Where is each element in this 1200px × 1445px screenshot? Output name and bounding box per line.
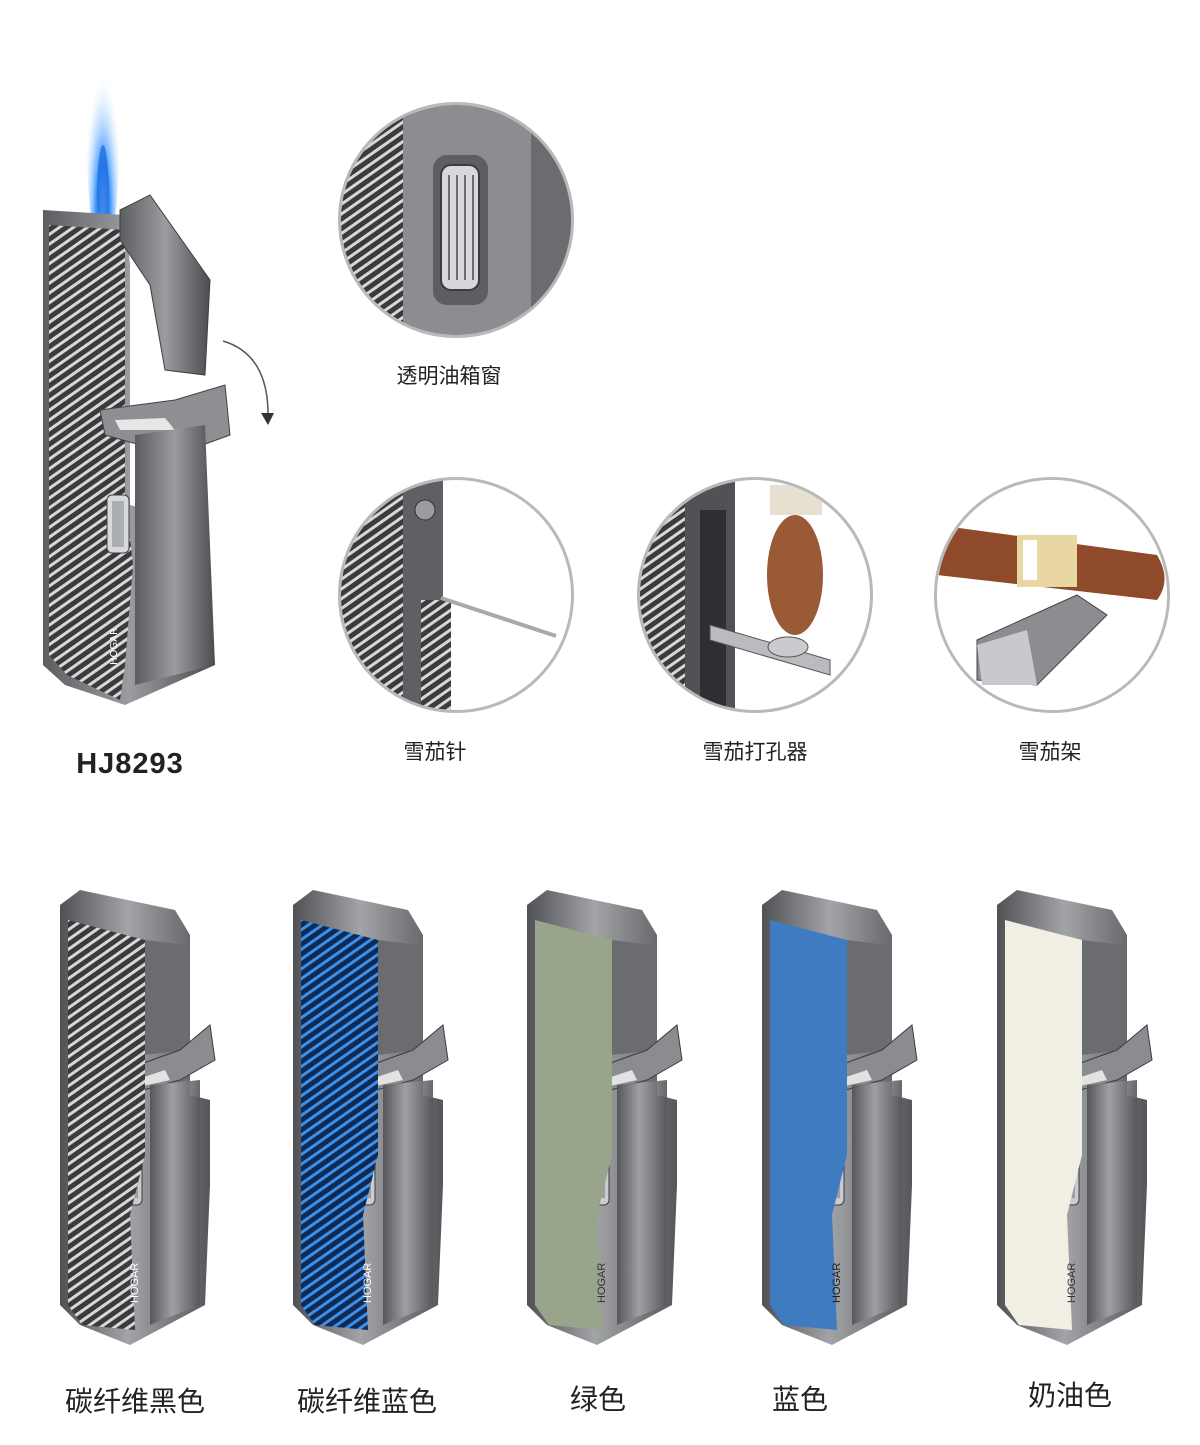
feature-label-cigar-punch: 雪茄打孔器 xyxy=(702,740,808,764)
variant-label: 碳纤维黑色 xyxy=(64,1385,205,1418)
brand-logo: HOGAR xyxy=(129,1263,141,1303)
variant-carbon-black: HOGAR xyxy=(59,889,216,1346)
feature-fuel-window xyxy=(338,102,574,338)
feature-cigar-rest xyxy=(934,477,1170,713)
variant-label: 奶油色 xyxy=(1027,1379,1112,1412)
variant-green: HOGAR xyxy=(526,889,683,1346)
pin-icon xyxy=(440,596,557,638)
model-number: HJ8293 xyxy=(76,748,184,780)
hero-lighter: HOGAR xyxy=(25,25,285,715)
variant-label: 绿色 xyxy=(569,1383,626,1416)
variant-label: 碳纤维蓝色 xyxy=(296,1385,437,1418)
lighter-illustration: HOGAR xyxy=(43,35,274,705)
color-variants: HOGAR HOGAR HOGAR HOGAR HOGAR xyxy=(59,889,1153,1346)
feature-cigar-pin xyxy=(338,477,574,713)
variant-cream: HOGAR xyxy=(996,889,1153,1346)
brand-logo: HOGAR xyxy=(596,1263,608,1303)
feature-label-cigar-pin: 雪茄针 xyxy=(403,740,467,764)
brand-logo: HOGAR xyxy=(109,628,120,665)
feature-label-cigar-rest: 雪茄架 xyxy=(1018,740,1082,764)
cigar-icon xyxy=(767,515,823,635)
brand-logo: HOGAR xyxy=(362,1263,374,1303)
feature-cigar-punch xyxy=(637,477,873,713)
brand-logo: HOGAR xyxy=(1066,1263,1078,1303)
variant-label: 蓝色 xyxy=(771,1383,828,1416)
variant-blue: HOGAR xyxy=(761,889,918,1346)
feature-label-fuel-window: 透明油箱窗 xyxy=(396,364,502,388)
variant-carbon-blue: HOGAR xyxy=(292,889,449,1346)
carbon-panel xyxy=(49,225,133,700)
brand-logo: HOGAR xyxy=(831,1263,843,1303)
rotate-arrow-icon xyxy=(222,340,269,421)
